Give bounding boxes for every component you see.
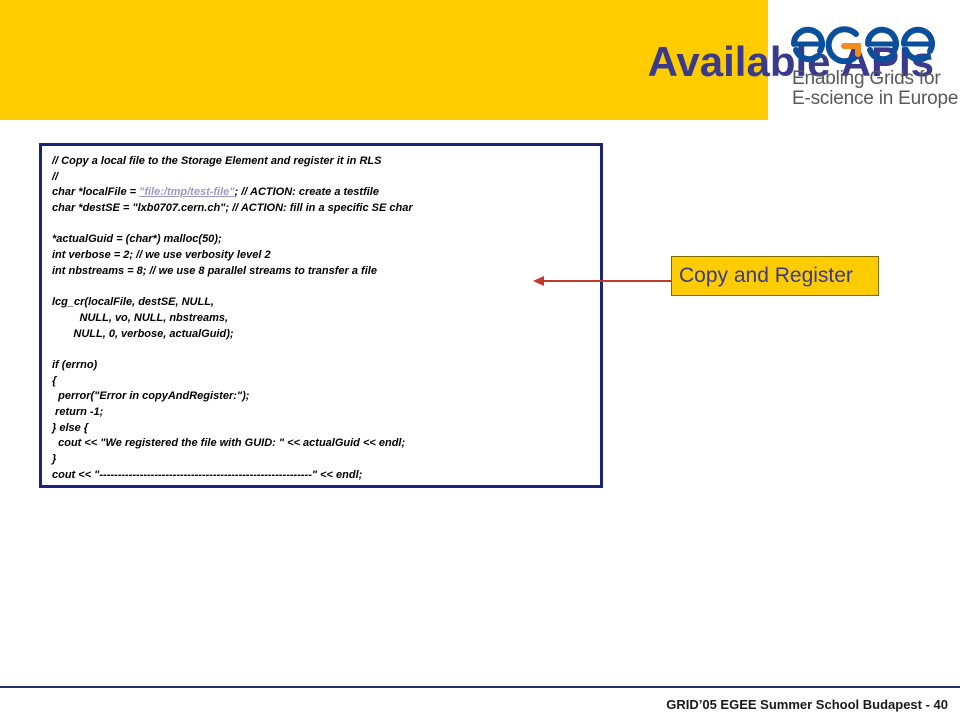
egee-logo: Enabling Grids for E-science in Europe [790,22,958,112]
footer-divider [0,686,960,688]
code-line: // [52,170,59,183]
logo-tagline-line-2: E-science in Europe [792,88,959,109]
code-line: } [52,453,57,466]
code-line: lcg_cr(localFile, destSE, NULL, [52,296,214,309]
code-line-prefix: char *localFile = [52,186,140,199]
code-line: int verbose = 2; // we use verbosity lev… [52,249,271,262]
copy-and-register-callout: Copy and Register [671,256,879,296]
code-listing: // Copy a local file to the Storage Elem… [39,143,603,488]
code-line [52,217,600,233]
testfile-link[interactable]: "file:/tmp/test-file" [139,186,235,199]
code-line: *actualGuid = (char*) malloc(50); [52,233,222,246]
code-line: { [52,374,57,387]
code-line [52,342,600,358]
code-line: return -1; [52,406,104,418]
code-line: char *destSE = "lxb0707.cern.ch"; // ACT… [52,202,413,215]
code-line: if (errno) [52,358,98,371]
code-line: } else { [52,421,89,434]
code-line: cout << "-------------------------------… [52,468,363,481]
logo-tagline-line-1: Enabling Grids for [792,68,941,89]
header-band [0,0,768,120]
egee-wordmark-icon [790,26,935,64]
code-line: // Copy a local file to the Storage Elem… [52,155,382,167]
code-line-suffix: ; // ACTION: create a testfile [234,186,379,199]
callout-arrow-icon [533,276,671,286]
code-line: NULL, 0, verbose, actualGuid); [52,327,234,340]
code-line: perror("Error in copyAndRegister:"); [52,390,250,403]
code-line: NULL, vo, NULL, nbstreams, [52,311,229,324]
footer-caption: GRID’05 EGEE Summer School Budapest - 40 [666,697,948,712]
code-line [52,280,600,296]
code-line: int nbstreams = 8; // we use 8 parallel … [52,264,377,277]
code-line: cout << "We registered the file with GUI… [52,437,406,450]
code-line-localfile: char *localFile = "file:/tmp/test-file";… [52,185,600,201]
